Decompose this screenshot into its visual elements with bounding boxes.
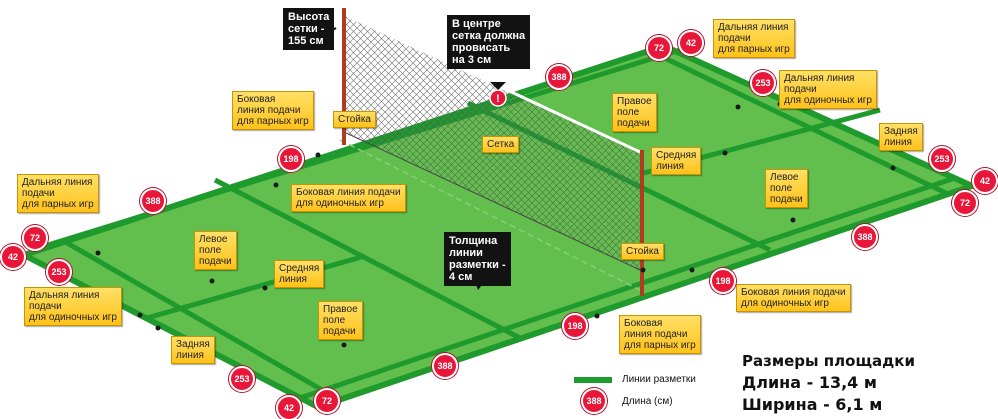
legend-badge: 388 — [581, 388, 607, 414]
dimension-badge: 72 — [314, 388, 340, 414]
long-service-singles-top-label: Дальняя линия подачи для одиночных игр — [779, 70, 877, 109]
long-service-doubles-left-label: Дальняя линия подачи для парных игр — [17, 174, 99, 213]
legend-lines-label: Линии разметки — [622, 374, 696, 385]
long-service-doubles-top-label: Дальняя линия подачи для парных игр — [713, 19, 795, 58]
long-service-doubles-left-line — [60, 237, 338, 401]
right-service-court-bottom-label: Правое поле подачи — [318, 301, 363, 340]
short-service-line-left — [213, 177, 522, 341]
dimensions-length: Длина - 13,4 м — [742, 373, 877, 392]
back-line-right-label: Задняя линия — [879, 123, 923, 151]
line-thickness-note: Толщина линии разметки - 4 см — [444, 232, 511, 286]
singles-side-line-near — [299, 175, 956, 401]
doubles-side-line-bottom-label: Боковая линия подачи для парных игр — [619, 315, 701, 354]
net-label: Сетка — [482, 136, 520, 153]
dimension-badge: 253 — [46, 259, 72, 285]
dimension-badge: 388 — [546, 64, 572, 90]
dimension-badge: 198 — [710, 268, 736, 294]
center-line-left — [146, 253, 366, 321]
dimension-badge: 42 — [678, 30, 704, 56]
long-service-doubles-right-line — [646, 47, 952, 198]
dimension-badge: 253 — [229, 366, 255, 392]
singles-side-line-top-label: Боковая линия подачи для одиночных игр — [291, 184, 406, 212]
dimension-badge: 198 — [562, 313, 588, 339]
net-sag-pointer — [490, 82, 506, 90]
dimension-badge: 72 — [646, 35, 672, 61]
left-service-court-right-label: Левое поле подачи — [765, 169, 808, 208]
dimensions-title: Размеры площадки — [742, 352, 915, 370]
dimension-badge: 388 — [140, 188, 166, 214]
singles-side-line-bottom-label: Боковая линия подачи для одиночных игр — [736, 284, 851, 312]
dimension-badge: 42 — [0, 244, 26, 270]
dimension-badge: 253 — [750, 70, 776, 96]
legend-length-label: Длина (см) — [622, 396, 673, 407]
net-bottom-cord — [343, 131, 641, 271]
net-shadow-line — [339, 139, 641, 291]
dimension-badge: 388 — [852, 224, 878, 250]
right-service-court-top-label: Правое поле подачи — [612, 93, 657, 132]
post-bottom-label: Стойка — [621, 243, 664, 260]
dimension-badge: 72 — [952, 190, 978, 216]
dimensions-width: Ширина - 6,1 м — [742, 395, 883, 414]
post-top-label: Стойка — [333, 111, 376, 128]
dimension-badge: 388 — [432, 353, 458, 379]
center-line-right-label: Средняя линия — [651, 147, 702, 175]
doubles-side-line-top-label: Боковая линия подачи для парных игр — [232, 91, 314, 130]
svg-text:!: ! — [496, 93, 500, 105]
left-service-court-left-label: Левое поле подачи — [194, 231, 237, 270]
dimension-badge: 42 — [276, 395, 302, 419]
net-height-note: Высота сетки - 155 см — [283, 8, 335, 50]
long-service-singles-left-label: Дальняя линия подачи для одиночных игр — [24, 287, 122, 326]
dimension-badge: 42 — [972, 168, 998, 194]
back-line-left-label: Задняя линия — [171, 336, 215, 364]
dimension-badge: 72 — [22, 225, 48, 251]
dimension-badge: 253 — [929, 146, 955, 172]
net-sag-note: В центре сетка должна провисать на 3 см — [447, 15, 531, 69]
center-line-left-label: Средняя линия — [274, 260, 325, 288]
dimension-badge: 198 — [278, 146, 304, 172]
